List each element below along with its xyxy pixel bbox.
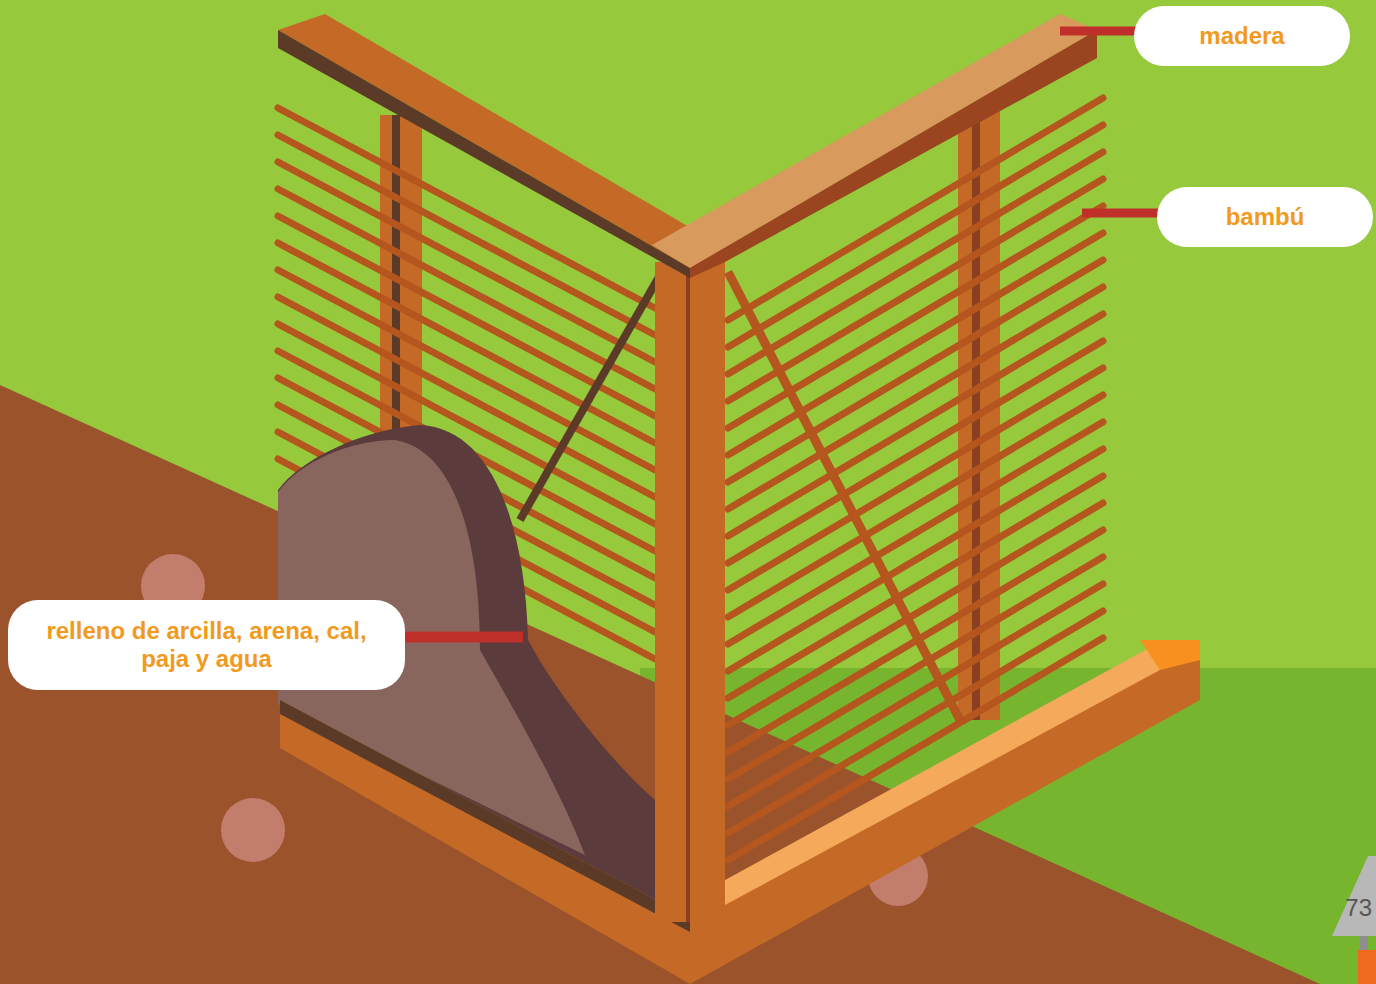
page-number: 73 xyxy=(1345,894,1372,922)
callout-text: relleno de arcilla, arena, cal, paja y a… xyxy=(32,617,381,673)
callout-text: bambú xyxy=(1226,203,1305,231)
bamboo-strip xyxy=(278,135,655,335)
callout-pill: madera xyxy=(1134,6,1350,66)
bamboo-strip xyxy=(278,270,655,470)
callout-text: madera xyxy=(1199,22,1284,50)
callout-pill: bambú xyxy=(1157,187,1373,247)
callout-pill: relleno de arcilla, arena, cal, paja y a… xyxy=(8,600,405,690)
bamboo-strip xyxy=(278,243,655,443)
